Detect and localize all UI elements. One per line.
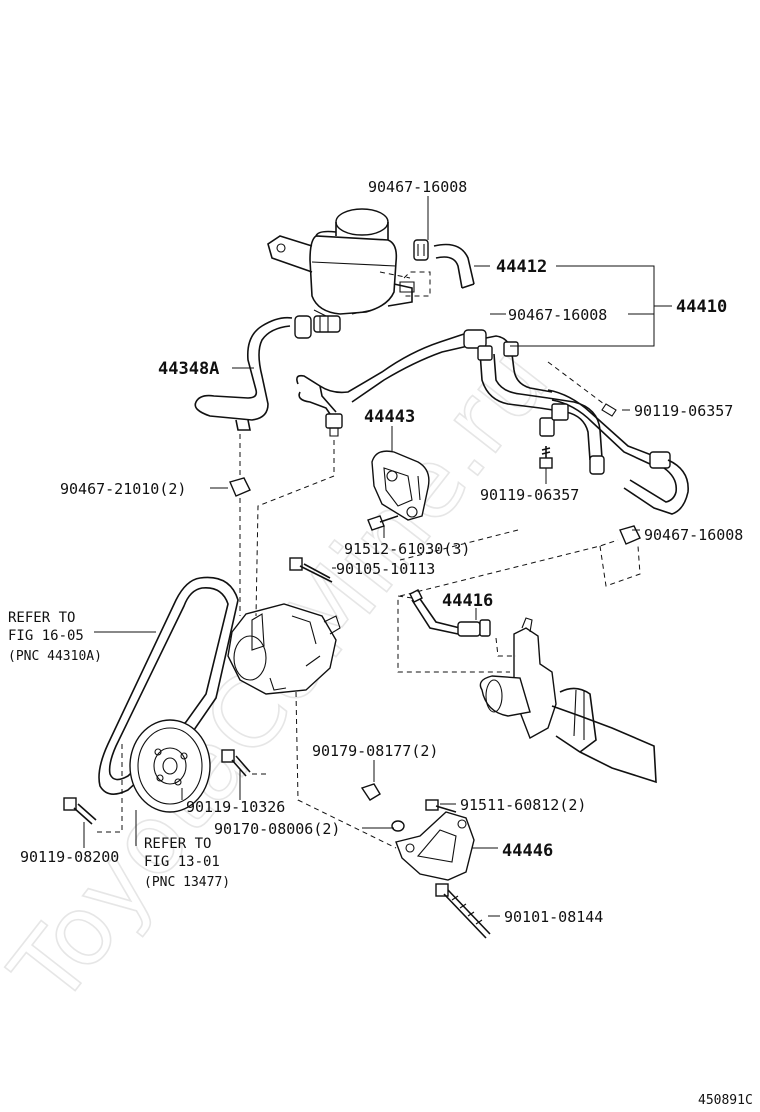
label-90119-10326: 90119-10326 (186, 798, 285, 816)
label-90179-08177: 90179-08177(2) (312, 742, 438, 760)
ref-note-pulley-line2: FIG 13-01 (144, 854, 220, 870)
pressure-line-44410 (296, 329, 689, 515)
bracket-44446 (395, 811, 475, 881)
label-90467-16008-right: 90467-16008 (644, 526, 743, 544)
bolt-91511-60812 (425, 799, 457, 813)
ref-note-pulley-line3: (PNC 13477) (144, 875, 230, 890)
label-44412: 44412 (496, 257, 547, 277)
ref-note-belt-line1: REFER TO (8, 610, 75, 626)
reservoir-tank (267, 208, 415, 319)
bracket-44443 (371, 450, 430, 521)
dashed-leaders (94, 271, 641, 849)
figure-id: 450891C (698, 1093, 753, 1108)
label-90467-16008-mid: 90467-16008 (508, 306, 607, 324)
label-44410: 44410 (676, 297, 727, 317)
ref-note-belt-line3: (PNC 44310A) (8, 649, 102, 664)
bolt-90119-10326 (221, 749, 251, 777)
crank-pulley (129, 719, 211, 813)
label-90170-08006: 90170-08006(2) (214, 820, 340, 838)
clamp-90467-16008-right (619, 525, 641, 545)
bolt-90101-08144 (435, 883, 491, 939)
leader-lines (83, 196, 672, 917)
nut-90179-08177 (360, 783, 381, 801)
washer-90170-08006 (391, 820, 405, 832)
dashed-leader-reservoir (403, 271, 431, 297)
label-44446: 44446 (502, 841, 553, 861)
label-90467-21010: 90467-21010(2) (60, 480, 186, 498)
ref-note-pulley-line1: REFER TO (144, 836, 211, 852)
bolt-90119-06357-b (539, 446, 553, 469)
drive-belt (98, 576, 239, 795)
label-44416: 44416 (442, 591, 493, 611)
steering-gear-rack (479, 617, 657, 784)
bolt-90105-10113 (289, 557, 333, 583)
label-90467-16008-top: 90467-16008 (368, 178, 467, 196)
power-steering-pump (227, 603, 341, 695)
clamp-90467-21010 (229, 477, 251, 497)
bolt-91512-61030 (367, 515, 399, 531)
hose-44348A (194, 315, 341, 431)
label-90101-08144: 90101-08144 (504, 908, 603, 926)
ref-note-belt-line2: FIG 16-05 (8, 628, 84, 644)
label-91511-60812: 91511-60812(2) (460, 796, 586, 814)
label-44443: 44443 (364, 407, 415, 427)
hose-44412 (413, 239, 475, 289)
bolt-90119-08200 (63, 797, 97, 825)
label-91512-61030: 91512-61030(3) (344, 540, 470, 558)
label-44348A: 44348A (158, 359, 219, 379)
label-90119-08200: 90119-08200 (20, 848, 119, 866)
tube-44416 (409, 589, 491, 637)
label-90119-06357-a: 90119-06357 (634, 402, 733, 420)
label-90105-10113: 90105-10113 (336, 560, 435, 578)
label-90119-06357-b: 90119-06357 (480, 486, 579, 504)
